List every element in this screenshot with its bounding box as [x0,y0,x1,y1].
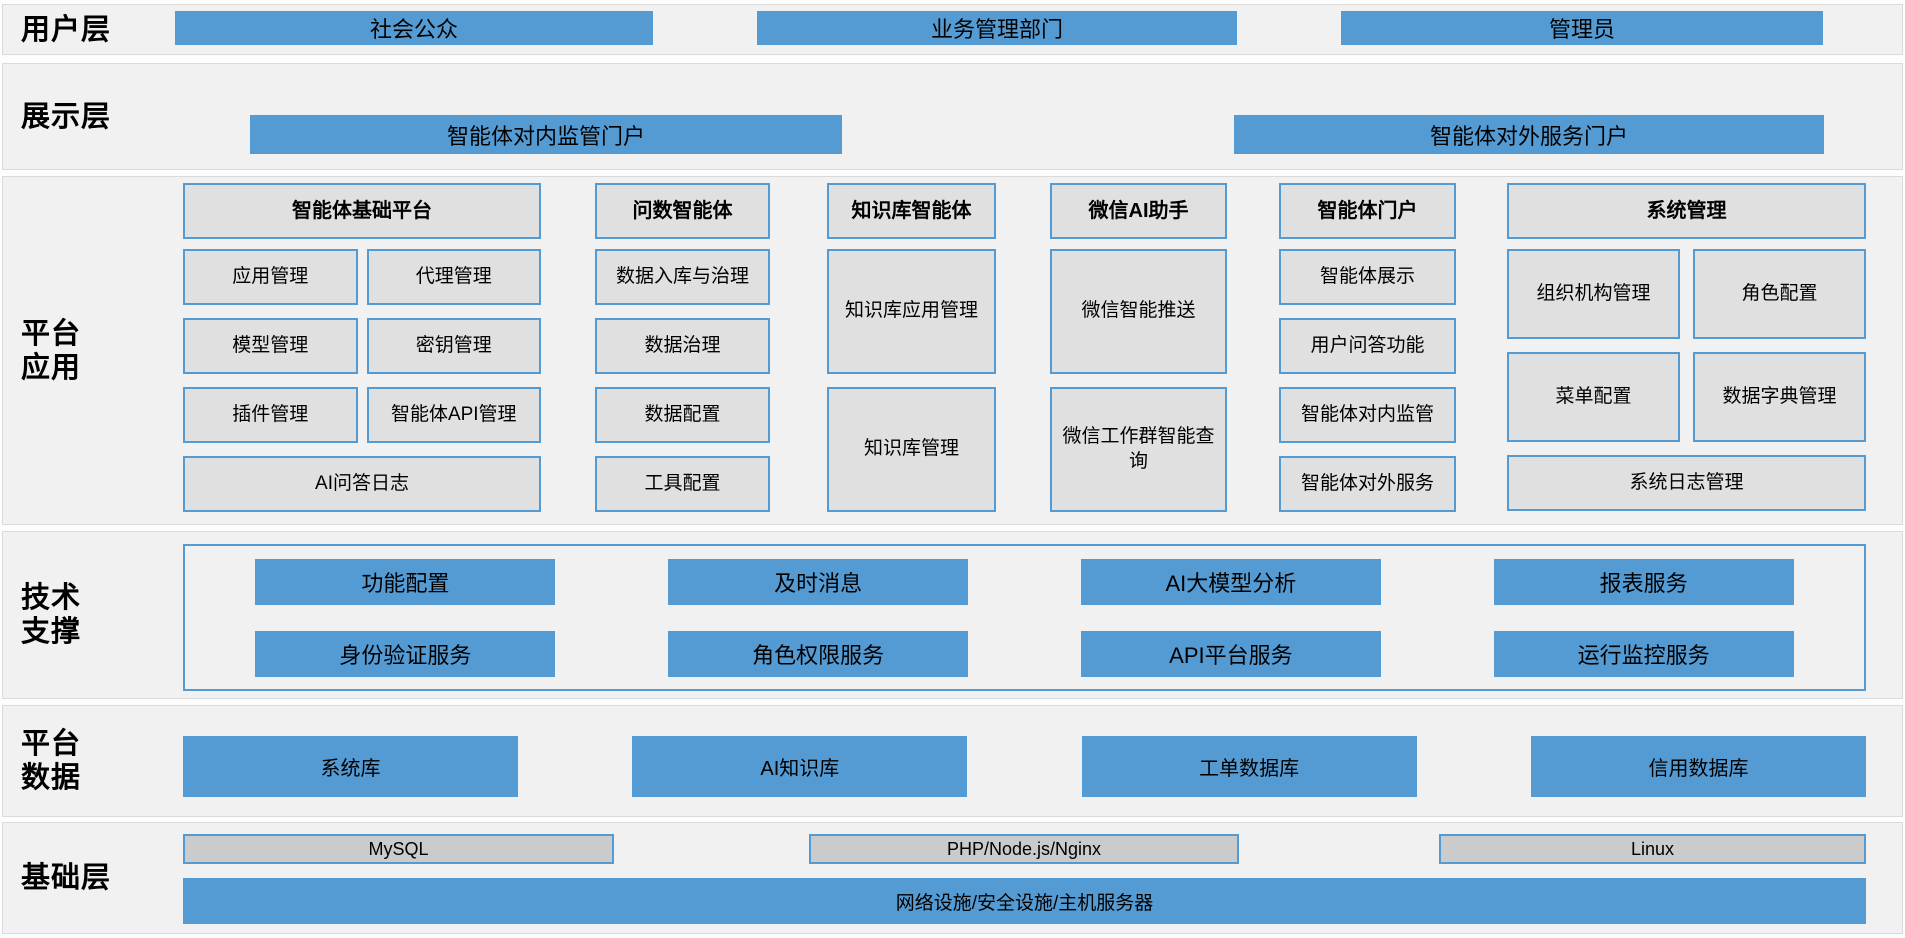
portal-internal-supervision: 智能体对内监管门户 [250,115,842,154]
user-box-admin: 管理员 [1341,11,1823,45]
infra-hardware-bar: 网络设施/安全设施/主机服务器 [183,878,1866,924]
module-box: 知识库管理 [827,387,996,512]
module-box: 应用管理 [183,249,358,305]
module-box: 数据入库与治理 [595,249,770,305]
module-box: AI问答日志 [183,456,541,512]
layer-platform-apps-label: 平台 应用 [21,317,82,384]
column-knowledge-base-agent: 知识库智能体 知识库应用管理 知识库管理 [827,183,996,512]
module-box: 数据字典管理 [1693,352,1866,442]
module-box: 智能体对内监管 [1279,387,1456,443]
tech-service-box: 运行监控服务 [1493,630,1794,677]
module-box: 微信智能推送 [1050,249,1227,374]
column-system-management: 系统管理 组织机构管理 角色配置 菜单配置 数据字典管理 系统日志管理 [1507,183,1866,511]
user-box-business-dept: 业务管理部门 [757,11,1237,45]
tech-service-box: 角色权限服务 [668,630,969,677]
module-box: 插件管理 [183,387,358,443]
module-box: 智能体对外服务 [1279,456,1456,512]
tech-service-box: 功能配置 [255,558,556,605]
module-box: 智能体API管理 [366,387,541,443]
tech-service-box: 报表服务 [1493,558,1794,605]
user-box-public: 社会公众 [175,11,653,45]
column-agent-portal: 智能体门户 智能体展示 用户问答功能 智能体对内监管 智能体对外服务 [1279,183,1456,512]
column-header: 智能体门户 [1279,183,1456,239]
column-header: 知识库智能体 [827,183,996,239]
module-box: 角色配置 [1693,249,1866,339]
tech-service-box: AI大模型分析 [1080,558,1381,605]
infra-tech-box: MySQL [183,834,614,864]
module-box: 系统日志管理 [1507,455,1866,511]
column-header: 微信AI助手 [1050,183,1227,239]
layer-display-label: 展示层 [21,100,112,133]
module-box: 代理管理 [366,249,541,305]
tech-service-box: API平台服务 [1080,630,1381,677]
module-box: 数据配置 [595,387,770,443]
layer-infrastructure-label: 基础层 [21,861,112,894]
module-box: 智能体展示 [1279,249,1456,305]
column-agent-base-platform: 智能体基础平台 应用管理 代理管理 模型管理 密钥管理 插件管理 智能体API管… [183,183,541,512]
module-box: 用户问答功能 [1279,318,1456,374]
column-header: 智能体基础平台 [183,183,541,239]
layer-tech-support: 技术 支撑 功能配置 及时消息 AI大模型分析 报表服务 身份验证服务 角色权限… [2,531,1903,699]
database-box: AI知识库 [632,736,968,797]
layer-user-label: 用户层 [21,13,112,46]
layer-display: 展示层 智能体对内监管门户 智能体对外服务门户 [2,63,1903,170]
tech-row-2: 身份验证服务 角色权限服务 API平台服务 运行监控服务 [185,630,1864,677]
tech-service-box: 及时消息 [668,558,969,605]
layer-platform-apps: 平台 应用 智能体基础平台 应用管理 代理管理 模型管理 密钥管理 插件管理 智… [2,176,1903,525]
tech-service-box: 身份验证服务 [255,630,556,677]
layer-tech-support-label: 技术 支撑 [21,581,82,648]
module-box: 工具配置 [595,456,770,512]
module-box: 数据治理 [595,318,770,374]
column-header: 问数智能体 [595,183,770,239]
layer-infrastructure: 基础层 MySQL PHP/Node.js/Nginx Linux 网络设施/安… [2,822,1903,934]
module-box: 密钥管理 [366,318,541,374]
module-box: 微信工作群智能查询 [1050,387,1227,512]
column-wechat-ai-assistant: 微信AI助手 微信智能推送 微信工作群智能查询 [1050,183,1227,512]
database-box: 工单数据库 [1081,736,1417,797]
infra-tech-box: Linux [1439,834,1866,864]
layer-platform-data-label: 平台 数据 [21,727,82,794]
database-box: 信用数据库 [1530,736,1866,797]
module-box: 菜单配置 [1507,352,1680,442]
tech-row-1: 功能配置 及时消息 AI大模型分析 报表服务 [185,558,1864,605]
column-data-query-agent: 问数智能体 数据入库与治理 数据治理 数据配置 工具配置 [595,183,770,512]
module-box: 知识库应用管理 [827,249,996,374]
layer-user: 用户层 社会公众 业务管理部门 管理员 [2,4,1903,55]
module-box: 模型管理 [183,318,358,374]
tech-support-frame: 功能配置 及时消息 AI大模型分析 报表服务 身份验证服务 角色权限服务 API… [183,544,1866,691]
database-box: 系统库 [183,736,518,797]
database-row: 系统库 AI知识库 工单数据库 信用数据库 [183,736,1866,797]
portal-external-service: 智能体对外服务门户 [1234,115,1824,154]
layer-platform-data: 平台 数据 系统库 AI知识库 工单数据库 信用数据库 [2,705,1903,817]
module-box: 组织机构管理 [1507,249,1680,339]
infra-tech-box: PHP/Node.js/Nginx [809,834,1239,864]
column-header: 系统管理 [1507,183,1866,239]
